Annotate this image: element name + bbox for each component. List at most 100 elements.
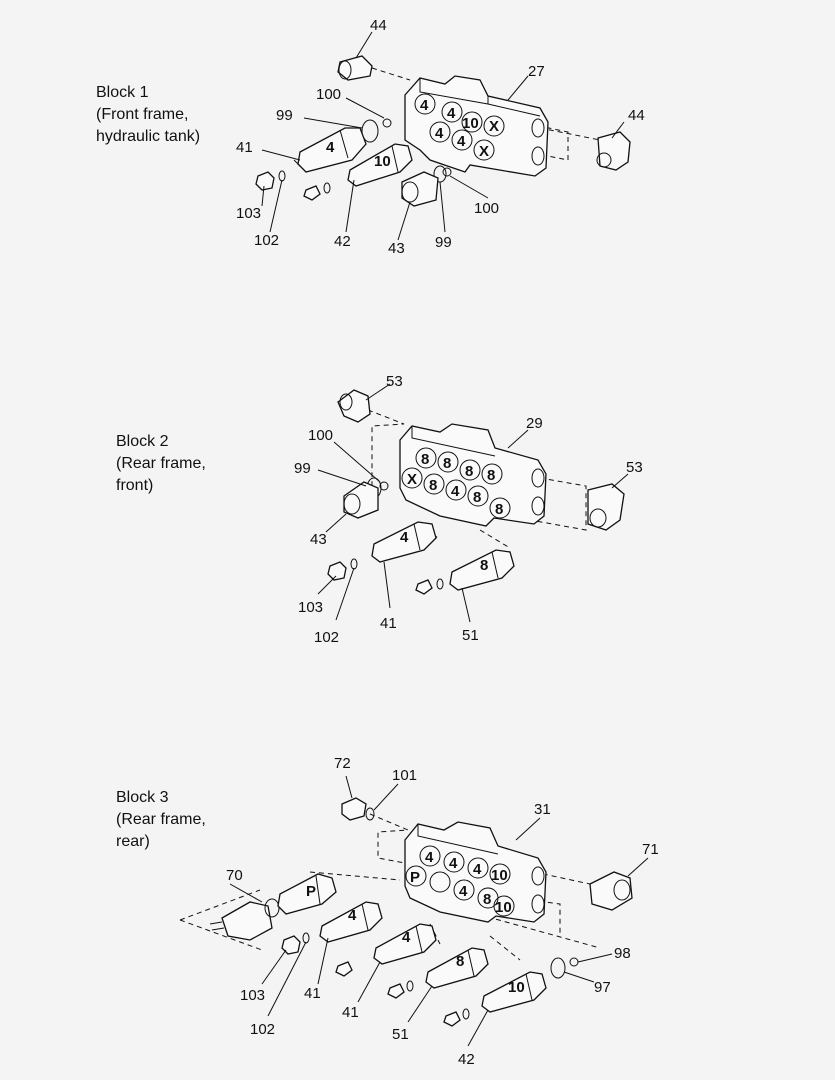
elbow-fitting-44-right — [596, 131, 631, 171]
block-1-port-mark: X — [479, 143, 489, 160]
cartridge-41 — [293, 127, 367, 173]
callout-41-b: 41 — [342, 1004, 359, 1021]
cartridge-41-upper — [319, 901, 383, 943]
cartridge-51 — [425, 947, 489, 989]
block-2-drawing: 8 8 8 8 X 8 4 8 8 — [294, 373, 643, 646]
block-2-cartridge-mark: 4 — [400, 529, 409, 546]
callout-103: 103 — [240, 987, 265, 1004]
callout-99: 99 — [276, 107, 293, 124]
block-1-label: Block 1 (Front frame, hydraulic tank) — [96, 82, 200, 148]
callout-42: 42 — [458, 1051, 475, 1068]
elbow-fitting-53-right — [587, 483, 625, 531]
fitting-44-top — [337, 55, 373, 81]
cartridge-42 — [481, 971, 547, 1013]
block-1-port-mark: X — [489, 118, 499, 135]
cartridge-41-lower — [373, 923, 437, 965]
block-3-cartridge-mark: 4 — [402, 929, 411, 946]
block-3-cartridge-mark: 8 — [456, 953, 464, 970]
block-1-cartridge-mark: 4 — [326, 139, 335, 156]
callout-51: 51 — [462, 627, 479, 644]
nut-103 — [327, 561, 347, 581]
nut-b — [335, 961, 353, 977]
callout-98: 98 — [614, 945, 631, 962]
sensor-70 — [209, 898, 280, 941]
block-3-label: Block 3 (Rear frame, rear) — [116, 787, 206, 853]
block-3-port-mark: 8 — [483, 891, 491, 908]
valve-body-31 — [404, 821, 547, 923]
block-3-title: Block 3 — [116, 789, 169, 806]
callout-27: 27 — [528, 63, 545, 80]
block-2-label: Block 2 (Rear frame, front) — [116, 431, 206, 497]
block-1-title: Block 1 — [96, 84, 149, 101]
block-3-port-mark: 4 — [425, 849, 434, 866]
ring-102 — [278, 170, 286, 182]
block-1-subtitle-line-1: (Front frame, — [96, 106, 189, 123]
ring-c — [406, 980, 414, 992]
block-3-port-mark: 4 — [459, 883, 468, 900]
callout-51: 51 — [392, 1026, 409, 1043]
block-3-cartridge-mark: P — [306, 883, 316, 900]
callout-53-top: 53 — [386, 373, 403, 390]
callout-44-top: 44 — [370, 17, 387, 34]
block-1-port-mark: 4 — [435, 125, 444, 142]
nut-d — [443, 1011, 461, 1027]
block-1-cartridge-mark: 10 — [374, 153, 391, 170]
callout-103: 103 — [298, 599, 323, 616]
callout-102: 102 — [314, 629, 339, 646]
nut-103b — [303, 185, 321, 201]
callout-41: 41 — [236, 139, 253, 156]
block-2-subtitle-line-2: front) — [116, 477, 154, 494]
callout-71: 71 — [642, 841, 659, 858]
callout-72: 72 — [334, 755, 351, 772]
block-3-port-mark: 4 — [473, 861, 482, 878]
nut-103 — [255, 171, 275, 191]
block-3-cartridge-mark: 4 — [348, 907, 357, 924]
block-2-port-mark: 8 — [487, 467, 495, 484]
o-ring-100 — [382, 118, 392, 128]
callout-100: 100 — [316, 86, 341, 103]
callout-99: 99 — [294, 460, 311, 477]
block-2-port-mark: 8 — [465, 463, 473, 480]
callout-29: 29 — [526, 415, 543, 432]
block-2-port-mark: 4 — [451, 483, 460, 500]
block-2-subtitle-line-1: (Rear frame, — [116, 455, 206, 472]
callout-31: 31 — [534, 801, 551, 818]
block-2-port-mark: 8 — [421, 451, 429, 468]
valve-body-27 — [404, 75, 549, 177]
callout-99-lower: 99 — [435, 234, 452, 251]
block-1-port-mark: 4 — [420, 97, 429, 114]
ring-102 — [302, 932, 310, 944]
valve-body-29 — [399, 423, 547, 527]
block-1-subtitle-line-2: hydraulic tank) — [96, 128, 201, 145]
o-ring-98 — [569, 957, 579, 967]
block-1-port-mark: 4 — [447, 105, 456, 122]
ring-102 — [350, 558, 358, 570]
nut-103b — [415, 579, 433, 595]
callout-102: 102 — [254, 232, 279, 249]
callout-43: 43 — [310, 531, 327, 548]
callout-41: 41 — [380, 615, 397, 632]
block-3-subtitle-line-2: rear) — [116, 833, 150, 850]
block-3-port-mark: P — [410, 869, 420, 886]
block-2-port-mark: 8 — [429, 477, 437, 494]
block-1-drawing: 4 4 10 X 4 4 X — [236, 17, 645, 257]
fitting-71 — [589, 871, 633, 911]
block-2-port-mark: 8 — [495, 501, 503, 518]
block-2-port-mark: 8 — [473, 489, 481, 506]
block-3-port-mark: 4 — [449, 855, 458, 872]
o-ring-100-lower — [442, 167, 452, 177]
block-2-title: Block 2 — [116, 433, 169, 450]
block-3-port-mark: 10 — [495, 899, 512, 916]
o-ring-97 — [550, 957, 566, 979]
callout-53-right: 53 — [626, 459, 643, 476]
ring-102b — [436, 578, 444, 590]
nut-103 — [281, 935, 301, 955]
block-2-port-mark: X — [407, 471, 417, 488]
plug-72 — [341, 797, 367, 821]
cartridge-p — [277, 873, 337, 915]
callout-101: 101 — [392, 767, 417, 784]
block-3-cartridge-mark: 10 — [508, 979, 525, 996]
o-ring-101 — [365, 807, 375, 821]
callout-100: 100 — [308, 427, 333, 444]
